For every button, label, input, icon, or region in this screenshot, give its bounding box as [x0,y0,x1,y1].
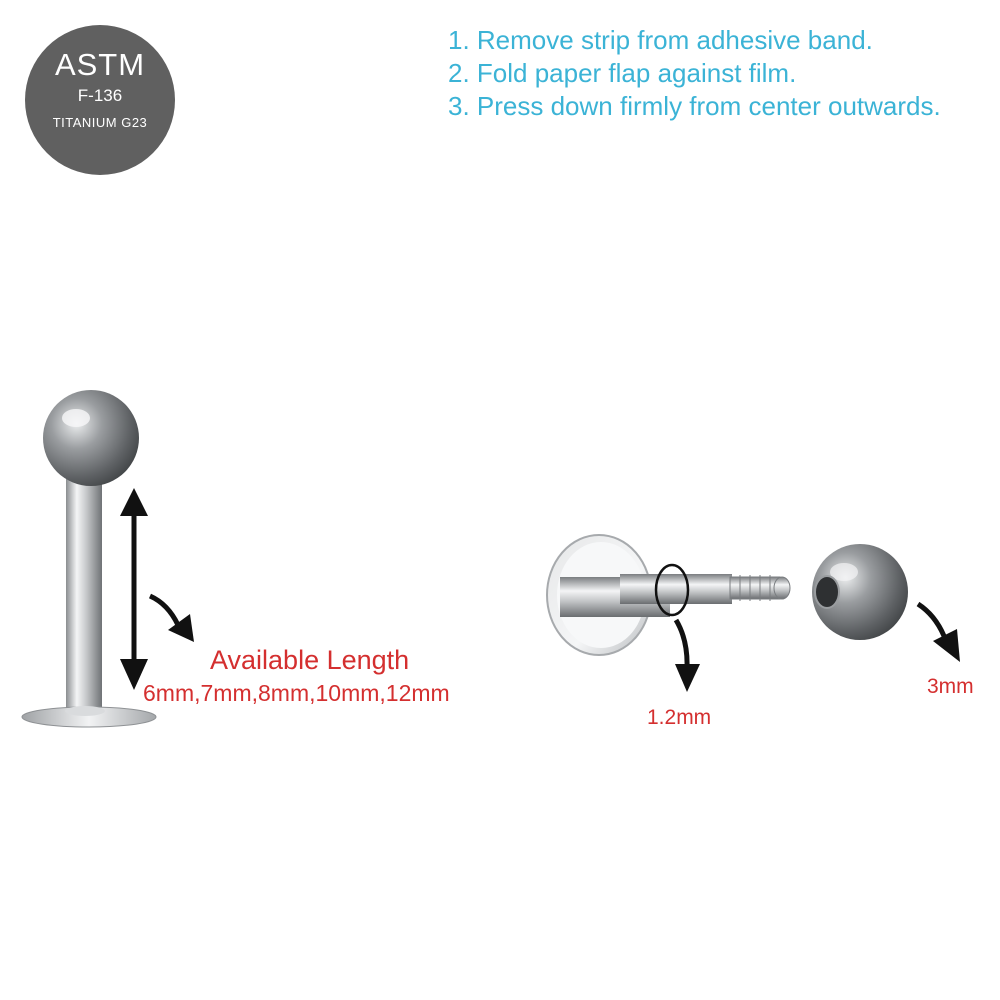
astm-badge: ASTM F-136 TITANIUM G23 [25,25,175,175]
badge-code: F-136 [77,86,123,105]
ball-size-label: 3mm [927,675,974,698]
stud-base-top [65,706,105,716]
ball-pointer-icon [916,601,960,662]
loose-ball [812,544,908,640]
available-length-values: 6mm,7mm,8mm,10mm,12mm [143,680,450,706]
gauge-pointer-icon [673,618,700,692]
ball-thread-hole [814,575,840,609]
badge-standard: ASTM [54,47,146,82]
stud-ball-highlight [62,409,90,427]
instruction-step-3: 3. Press down firmly from center outward… [448,91,941,121]
badge-material: TITANIUM G23 [52,115,148,130]
labret-flat-back [546,534,791,656]
available-length-title: Available Length [210,645,410,675]
length-pointer-icon [148,593,194,642]
labret-stud-assembled [21,390,157,728]
post-shaft [620,574,732,604]
instruction-step-2: 2. Fold paper flap against film. [448,58,797,88]
length-arrow [120,488,148,690]
instruction-list: 1. Remove strip from adhesive band. 2. F… [448,24,941,123]
gauge-ring-indicator [654,563,690,617]
stud-ball [43,390,139,486]
threaded-tip [729,575,791,601]
gauge-size-label: 1.2mm [647,706,712,729]
stud-post [66,470,102,710]
instruction-step-1: 1. Remove strip from adhesive band. [448,25,873,55]
